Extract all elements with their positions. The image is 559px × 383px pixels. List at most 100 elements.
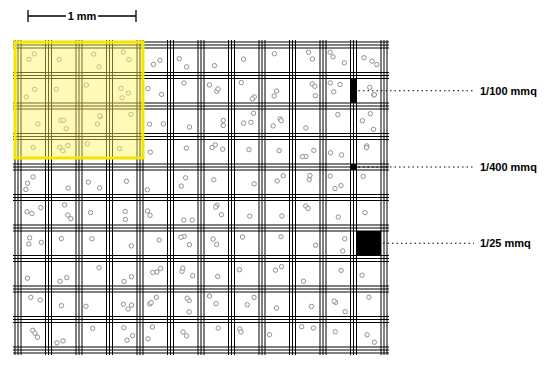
cell: [129, 274, 133, 278]
cell: [279, 264, 283, 268]
cell: [179, 184, 183, 188]
grid-line: [13, 228, 389, 229]
cell: [339, 183, 343, 187]
grid-line: [13, 197, 389, 198]
cell: [368, 85, 372, 89]
cell: [310, 57, 314, 61]
cell: [271, 124, 275, 128]
cell: [125, 338, 129, 342]
cell: [308, 173, 312, 177]
cell: [216, 87, 220, 91]
cell: [370, 59, 374, 63]
cell: [311, 326, 315, 330]
cell: [275, 179, 279, 183]
grid-line: [13, 322, 389, 323]
cell: [155, 270, 159, 274]
grid-line: [13, 350, 389, 351]
cell: [25, 181, 29, 185]
cell: [307, 177, 311, 181]
leader-line: [359, 166, 475, 167]
cell: [214, 242, 218, 246]
cell: [332, 299, 336, 303]
cell: [313, 243, 317, 247]
cell: [331, 55, 335, 59]
cell: [245, 303, 249, 307]
cell: [190, 274, 194, 278]
cell: [187, 243, 191, 247]
dimension-bar: [28, 10, 136, 22]
area-sample: [351, 164, 357, 170]
cell: [84, 304, 88, 308]
cell: [158, 266, 162, 270]
cell: [159, 92, 163, 96]
cell: [123, 209, 127, 213]
cell: [181, 330, 185, 334]
cell: [333, 186, 337, 190]
cell: [214, 301, 218, 305]
cell: [274, 89, 278, 93]
cell: [212, 178, 216, 182]
cell: [24, 187, 28, 191]
cell: [177, 56, 181, 60]
cell: [145, 209, 149, 213]
cell: [281, 174, 285, 178]
cell: [25, 210, 29, 214]
cell: [332, 90, 336, 94]
cell: [339, 268, 343, 272]
cell: [213, 205, 217, 209]
cell: [372, 340, 376, 344]
cell: [179, 235, 183, 239]
cell: [363, 210, 367, 214]
cell: [252, 182, 256, 186]
cell: [279, 235, 283, 239]
cell: [343, 237, 347, 241]
cell: [183, 176, 187, 180]
cell: [182, 81, 186, 85]
cell: [215, 274, 219, 278]
grid-line: [13, 170, 389, 171]
cell: [98, 186, 102, 190]
cell: [368, 112, 372, 116]
cell: [273, 268, 277, 272]
cell: [247, 147, 251, 151]
area-label: 1/25 mmq: [478, 236, 533, 250]
cell: [150, 270, 154, 274]
grid-line: [13, 261, 389, 262]
cell: [181, 266, 185, 270]
cell: [126, 307, 130, 311]
cell: [185, 296, 189, 300]
cell: [38, 298, 42, 302]
cell: [239, 80, 243, 84]
cell: [338, 82, 342, 86]
cell: [211, 237, 215, 241]
cell: [241, 121, 245, 125]
cell: [300, 154, 304, 158]
dimension-label: 1 mm: [66, 9, 99, 23]
cell: [248, 214, 252, 218]
cell: [146, 337, 150, 341]
cell: [328, 174, 332, 178]
cell: [219, 212, 223, 216]
cell: [149, 300, 153, 304]
cell: [306, 50, 310, 54]
cell: [372, 93, 376, 97]
cell: [272, 94, 276, 98]
cell: [371, 127, 375, 131]
cell: [58, 279, 62, 283]
cell: [360, 119, 364, 123]
cell: [157, 238, 161, 242]
cell: [27, 236, 31, 240]
cell: [251, 111, 255, 115]
cell: [372, 93, 376, 97]
cell: [123, 217, 127, 221]
cell: [309, 304, 313, 308]
cell: [30, 211, 34, 215]
area-sample: [357, 231, 382, 256]
cell: [190, 218, 194, 222]
cell: [207, 83, 211, 87]
cell: [343, 309, 347, 313]
cell: [341, 249, 345, 253]
cell: [333, 329, 337, 333]
grid-line: [13, 316, 389, 317]
cell: [364, 145, 368, 149]
